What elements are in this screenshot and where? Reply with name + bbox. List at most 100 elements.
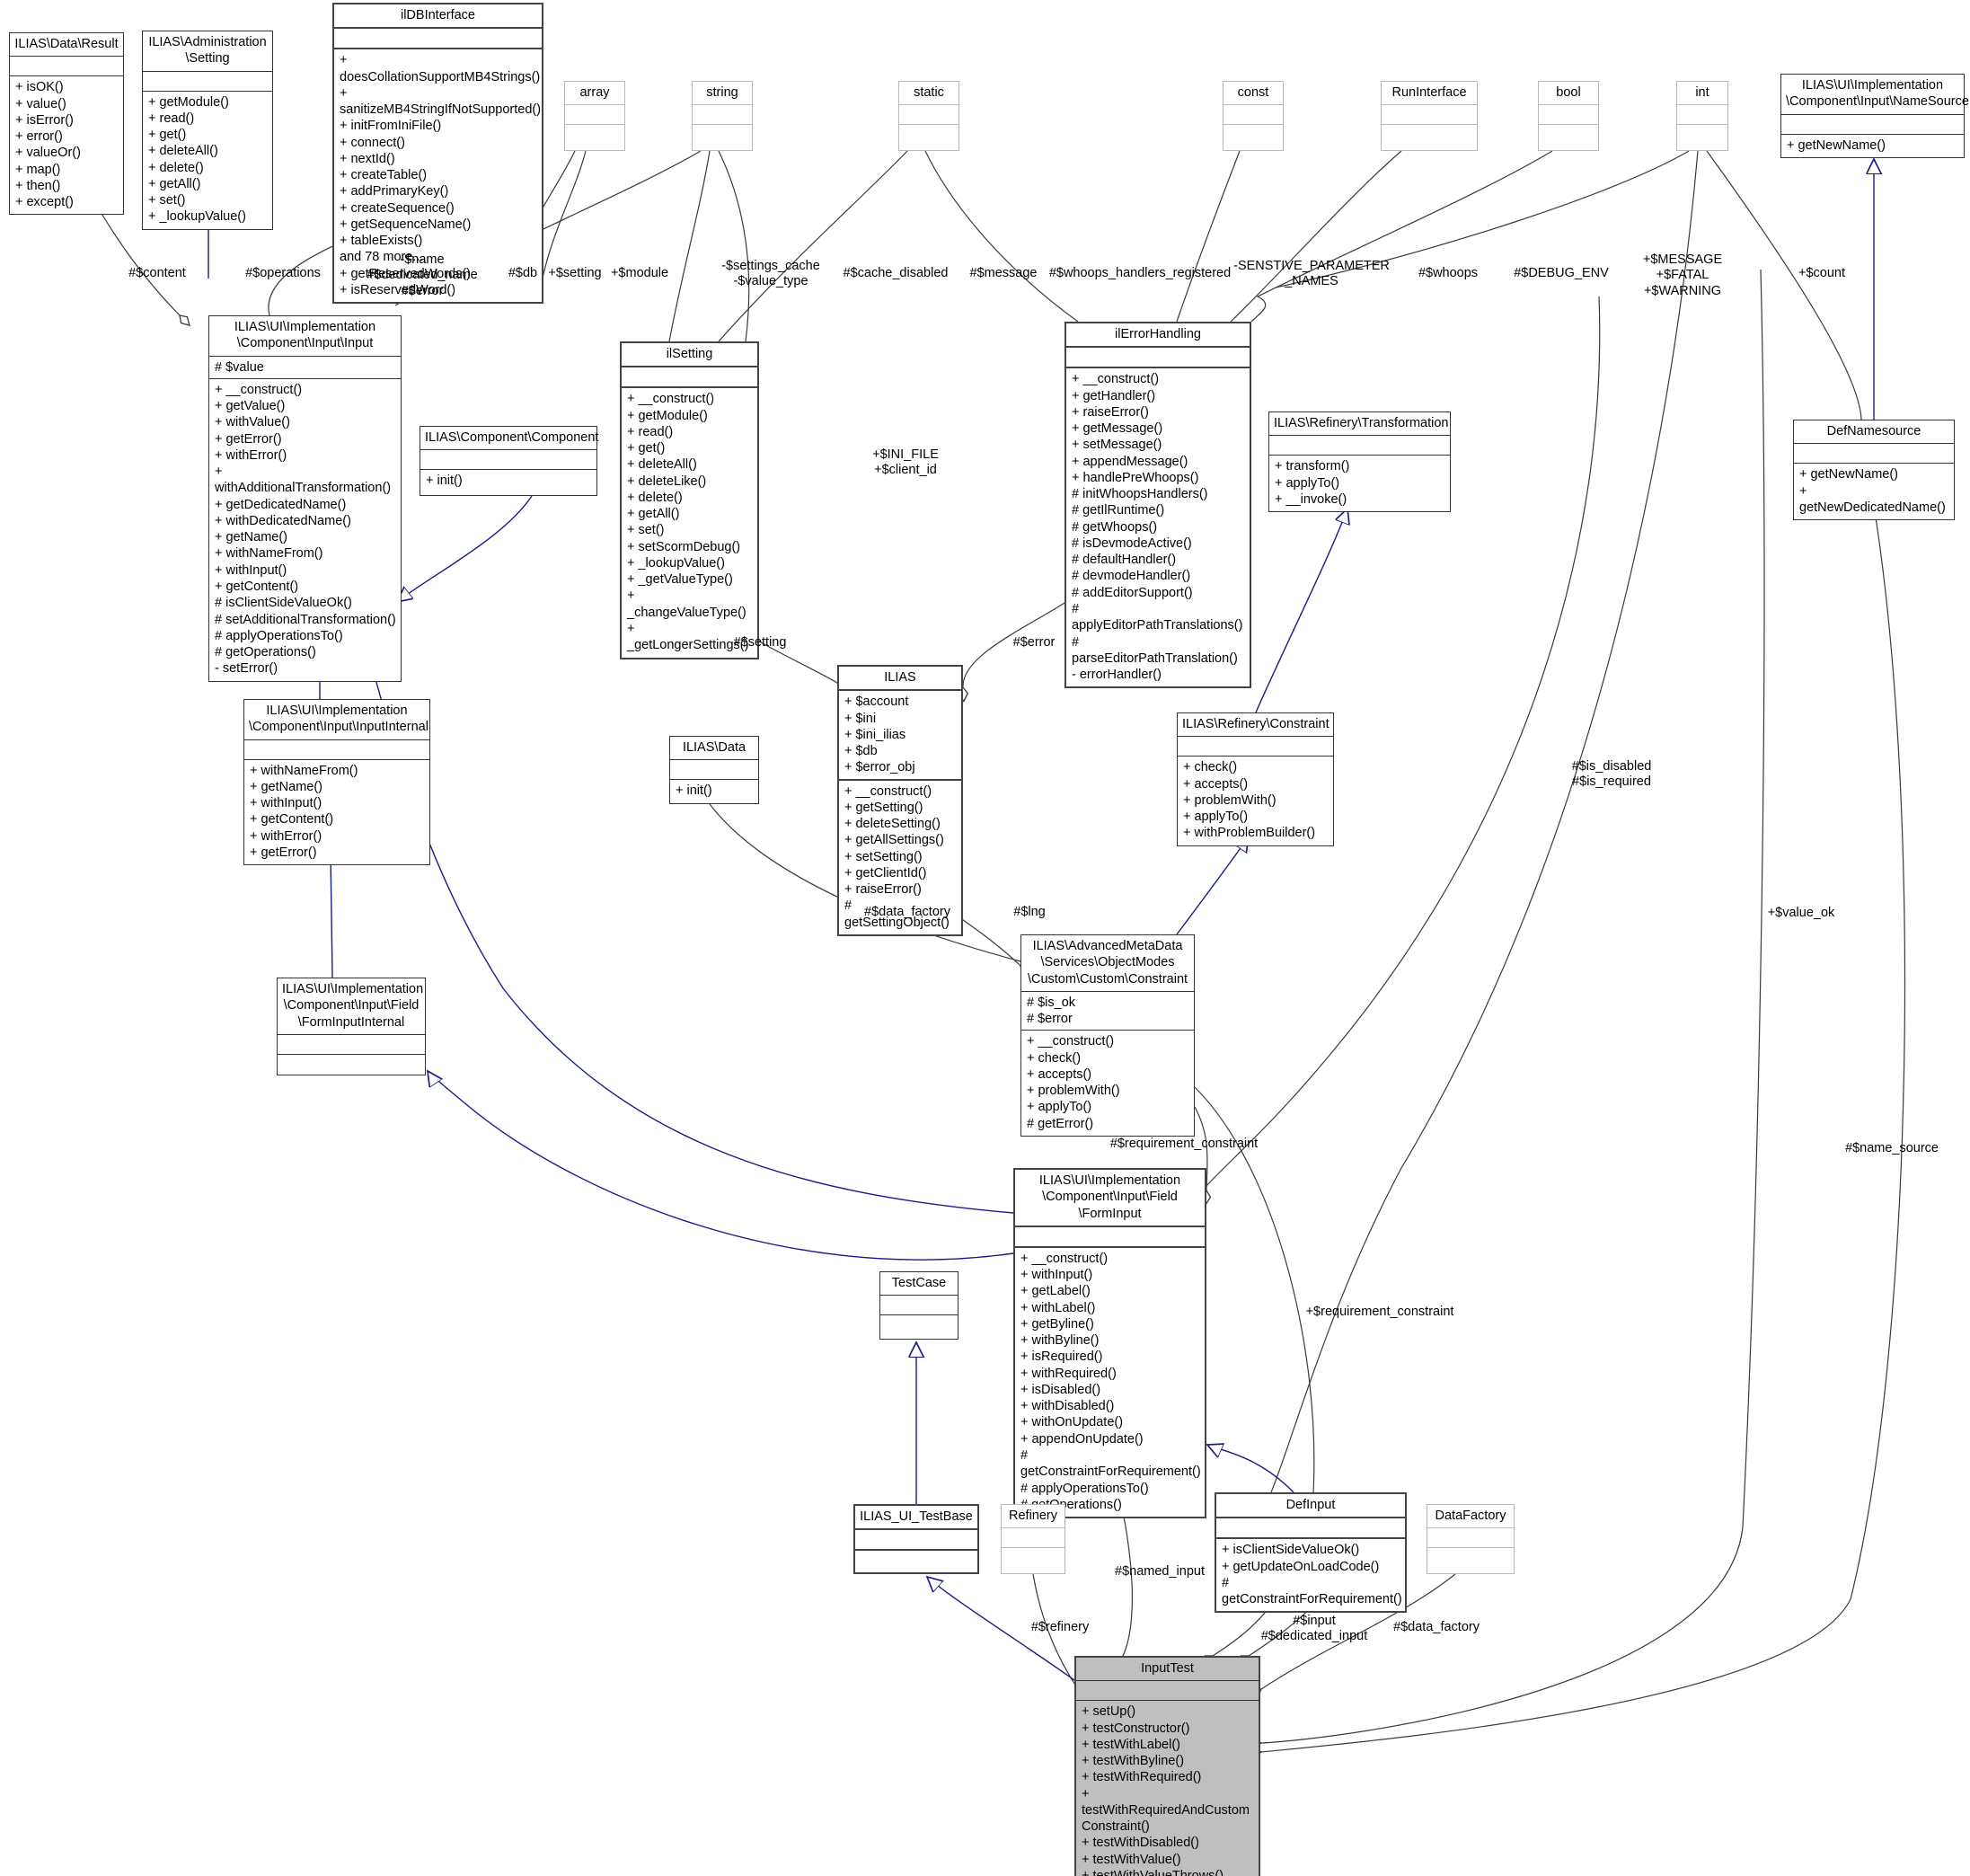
uml-class-attributes-input: # $value <box>209 357 401 379</box>
uml-class-operations-int <box>1677 125 1727 145</box>
uml-class-operations-bool <box>1539 125 1598 145</box>
uml-class-ilsetting[interactable]: ilSetting+ __construct() + getModule() +… <box>620 341 759 659</box>
uml-class-operations-refinery <box>1002 1548 1065 1568</box>
uml-class-ilias_ui_testbase[interactable]: ILIAS_UI_TestBase <box>853 1504 979 1574</box>
edge-label-whoops: #$whoops <box>1418 266 1479 280</box>
uml-class-attributes-datafactory <box>1427 1528 1514 1549</box>
uml-class-name-refinery: Refinery <box>1002 1505 1065 1529</box>
uml-class-string[interactable]: string <box>692 81 753 151</box>
edge-label-name_source: #$name_source <box>1845 1141 1939 1155</box>
uml-class-attributes-ilias_ui_testbase <box>855 1530 977 1552</box>
uml-class-refinery_transformation[interactable]: ILIAS\Refinery\Transformation+ transform… <box>1268 411 1451 513</box>
uml-class-attributes-bool <box>1539 105 1598 126</box>
uml-class-name-component: ILIAS\Component\Component <box>420 427 598 451</box>
edge-label-module: +$module <box>610 266 669 280</box>
uml-class-attributes-defnamesource <box>1794 444 1954 465</box>
uml-class-attributes-array <box>565 105 624 126</box>
uml-class-attributes-definput <box>1216 1518 1405 1540</box>
uml-class-operations-data_result: + isOK() + value() + isError() + error()… <box>15 80 81 210</box>
uml-class-operations-input_internal: + withNameFrom() + getName() + withInput… <box>250 763 358 860</box>
uml-class-operations-component: + init() <box>426 473 463 489</box>
uml-class-refinery[interactable]: Refinery <box>1001 1504 1065 1574</box>
uml-class-operations-namesource: + getNewName() <box>1787 137 1886 153</box>
uml-class-component[interactable]: ILIAS\Component\Component + init() <box>420 426 598 496</box>
uml-class-ilias_data[interactable]: ILIAS\Data+ init() <box>669 736 759 804</box>
uml-class-attributes-string <box>693 105 752 126</box>
edge-label-content: #$content <box>128 266 186 280</box>
uml-class-operations-amd_constraint: + __construct() + check() + accepts() + … <box>1027 1034 1120 1131</box>
uml-class-operations-ilias_ui_testbase <box>855 1551 977 1571</box>
uml-class-attributes-refinery_transformation <box>1269 436 1450 456</box>
uml-class-refinery_constraint[interactable]: ILIAS\Refinery\Constraint+ check() + acc… <box>1177 712 1334 846</box>
uml-class-admin_setting[interactable]: ILIAS\Administration \Setting+ getModule… <box>142 31 273 230</box>
uml-class-attributes-amd_constraint: # $is_ok # $error <box>1021 992 1194 1031</box>
uml-class-attributes-ilias_data <box>670 760 758 781</box>
uml-class-name-ilerrorhandling: ilErrorHandling <box>1066 323 1250 349</box>
edge-label-operations: #$operations <box>245 266 321 280</box>
uml-class-name-admin_setting: ILIAS\Administration \Setting <box>143 31 272 72</box>
uml-class-ildbinterface[interactable]: ilDBInterface+ doesCollationSupportMB4St… <box>332 3 543 305</box>
uml-class-name-runinterface: RunInterface <box>1382 82 1477 106</box>
uml-class-attributes-forminput <box>1015 1227 1205 1248</box>
edge-label-named_input: #$named_input <box>1115 1564 1205 1579</box>
edge-label-requirement_c_2: +$requirement_constraint <box>1305 1305 1454 1319</box>
uml-class-input_internal[interactable]: ILIAS\UI\Implementation \Component\Input… <box>243 699 430 866</box>
uml-class-attributes-refinery <box>1002 1528 1065 1549</box>
edge-label-data_factory_2: #$data_factory <box>1393 1620 1480 1634</box>
uml-class-const[interactable]: const <box>1223 81 1284 151</box>
uml-class-attributes-input_internal <box>244 740 429 760</box>
uml-class-name-amd_constraint: ILIAS\AdvancedMetaData \Services\ObjectM… <box>1021 935 1194 992</box>
edge-label-is_disabled_req: #$is_disabled #$is_required <box>1571 759 1652 790</box>
uml-class-name-datafactory: DataFactory <box>1427 1505 1514 1529</box>
uml-class-operations-datafactory <box>1427 1548 1514 1568</box>
uml-class-forminput[interactable]: ILIAS\UI\Implementation \Component\Input… <box>1013 1168 1206 1519</box>
uml-class-name-ilias_data: ILIAS\Data <box>670 737 758 761</box>
uml-class-definput[interactable]: DefInput + isClientSideValueOk() + getUpd… <box>1215 1492 1407 1614</box>
uml-class-array[interactable]: array <box>564 81 625 151</box>
uml-class-inputtest[interactable]: InputTest+ setUp() + testConstructor() +… <box>1074 1656 1260 1876</box>
uml-class-input[interactable]: ILIAS\UI\Implementation \Component\Input… <box>208 315 402 682</box>
uml-class-name-definput: DefInput <box>1216 1494 1405 1519</box>
uml-class-attributes-ildbinterface <box>334 29 542 50</box>
uml-class-ilias[interactable]: ILIAS+ $account + $ini + $ini_ilias + $d… <box>837 665 963 936</box>
uml-class-amd_constraint[interactable]: ILIAS\AdvancedMetaData \Services\ObjectM… <box>1020 934 1195 1137</box>
uml-class-attributes-static <box>899 105 958 126</box>
edge-label-requirement_c_1: #$requirement_constraint <box>1109 1137 1259 1151</box>
edge-label-setting: +$setting <box>548 266 602 280</box>
uml-class-operations-string <box>693 125 752 145</box>
edge-label-name_dedicated: -$name #$dedicated_name #$error <box>367 252 478 298</box>
uml-class-testcase[interactable]: TestCase <box>879 1271 958 1340</box>
uml-class-operations-testcase <box>880 1315 958 1335</box>
uml-class-forminput_internal[interactable]: ILIAS\UI\Implementation \Component\Input… <box>277 978 426 1075</box>
uml-class-static[interactable]: static <box>898 81 959 151</box>
uml-class-int[interactable]: int <box>1676 81 1728 151</box>
uml-class-defnamesource[interactable]: DefNamesource+ getNewName() + getNewDedi… <box>1793 420 1955 521</box>
uml-class-name-ilias_ui_testbase: ILIAS_UI_TestBase <box>855 1506 977 1531</box>
uml-class-operations-refinery_transformation: + transform() + applyTo() + __invoke() <box>1275 459 1350 507</box>
uml-class-name-forminput_internal: ILIAS\UI\Implementation \Component\Input… <box>278 978 425 1035</box>
uml-class-name-namesource: ILIAS\UI\Implementation \Component\Input… <box>1781 75 1969 115</box>
uml-class-namesource[interactable]: ILIAS\UI\Implementation \Component\Input… <box>1780 74 1969 158</box>
uml-class-bool[interactable]: bool <box>1538 81 1599 151</box>
uml-class-name-string: string <box>693 82 752 106</box>
uml-class-name-array: array <box>565 82 624 106</box>
uml-class-operations-input: + __construct() + getValue() + withValue… <box>215 382 396 677</box>
edge-label-value_ok: +$value_ok <box>1767 906 1835 920</box>
edge-label-message_fatal_warn: +$MESSAGE +$FATAL +$WARNING <box>1642 252 1723 298</box>
edge-label-count: +$count <box>1798 266 1846 280</box>
uml-class-attributes-data_result <box>10 57 123 77</box>
uml-class-name-data_result: ILIAS\Data\Result <box>10 33 123 58</box>
edge-label-refinery_edge: #$refinery <box>1030 1620 1090 1634</box>
uml-class-operations-forminput: + __construct() + withInput() + getLabel… <box>1020 1251 1201 1512</box>
uml-class-datafactory[interactable]: DataFactory <box>1427 1504 1515 1574</box>
uml-class-name-int: int <box>1677 82 1727 106</box>
uml-class-operations-definput: + isClientSideValueOk() + getUpdateOnLoa… <box>1222 1543 1402 1607</box>
edge-label-message: #$message <box>969 266 1038 280</box>
uml-class-ilerrorhandling[interactable]: ilErrorHandling+ __construct() + getHand… <box>1065 322 1251 689</box>
uml-class-data_result[interactable]: ILIAS\Data\Result + isOK() + value() + is… <box>9 32 124 216</box>
uml-class-name-static: static <box>899 82 958 106</box>
uml-class-attributes-testcase <box>880 1296 958 1316</box>
uml-class-runinterface[interactable]: RunInterface <box>1381 81 1478 151</box>
edge-label-whoops_registered: #$whoops_handlers_registered <box>1048 266 1232 280</box>
